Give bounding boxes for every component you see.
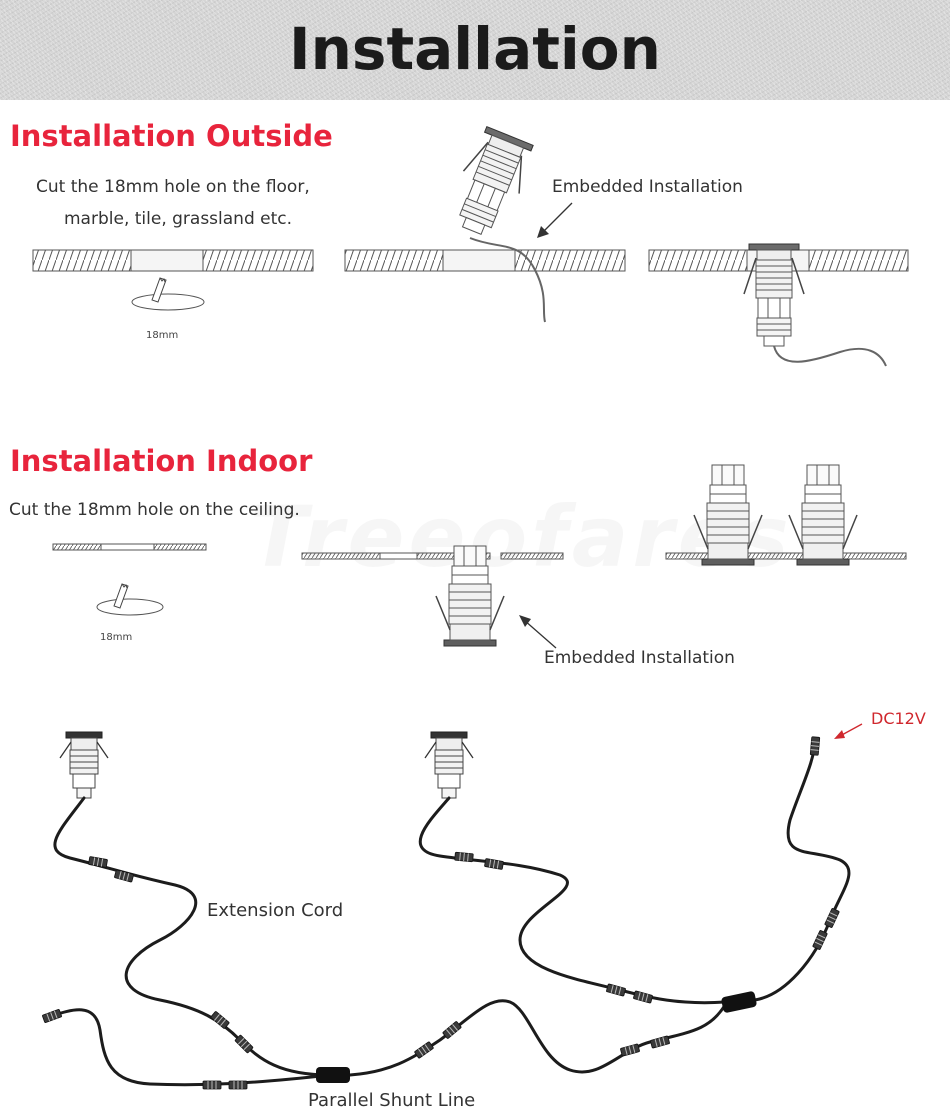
cable-network: [43, 738, 851, 1087]
indoor-fixture-installed-1: [693, 464, 763, 566]
outside-cable-installed: [773, 345, 887, 367]
outside-hole-label: 18mm: [146, 330, 179, 341]
light-fixture-middle: [424, 731, 474, 799]
light-fixture-left: [59, 731, 109, 799]
outside-floor-panel-2: [344, 249, 626, 272]
section-title-indoor: Installation Indoor: [10, 444, 313, 478]
shunt-junction-left: [316, 1067, 350, 1083]
parallel-shunt-line: [348, 999, 727, 1077]
header-banner: Installation: [0, 0, 950, 100]
indoor-instruction: Cut the 18mm hole on the ceiling.: [9, 500, 300, 520]
section-title-outside: Installation Outside: [10, 119, 333, 153]
indoor-fixture-installed-2: [788, 464, 858, 566]
arrow-icon: [537, 202, 573, 238]
arrow-icon-indoor: [519, 615, 557, 649]
connector-group: [41, 736, 840, 1090]
outside-cable: [469, 237, 546, 323]
shunt-junction-right: [721, 991, 757, 1013]
indoor-hole-label: 18mm: [100, 632, 133, 643]
power-arrow-icon: [834, 723, 863, 739]
ceiling-panel-2: [301, 552, 564, 560]
parallel-shunt-label: Parallel Shunt Line: [308, 1090, 476, 1111]
outside-floor-panel-1: [32, 249, 314, 272]
outside-embedded-label: Embedded Installation: [552, 177, 743, 197]
page-title: Installation: [289, 15, 661, 83]
power-label: DC12V: [871, 709, 926, 728]
saw-icon: [131, 277, 205, 311]
saw-icon-indoor: [96, 583, 164, 616]
ceiling-panel-3: [665, 552, 907, 560]
indoor-fixture-entering: [435, 545, 505, 647]
extension-cord: [53, 796, 332, 1077]
outside-fixture-tilted: [443, 124, 539, 243]
extension-cord-label: Extension Cord: [207, 900, 344, 921]
outside-instruction-line1: Cut the 18mm hole on the floor,: [36, 177, 310, 197]
outside-instruction-line2: marble, tile, grassland etc.: [64, 209, 293, 229]
ceiling-panel-1: [52, 543, 207, 551]
indoor-embedded-label: Embedded Installation: [544, 648, 735, 668]
